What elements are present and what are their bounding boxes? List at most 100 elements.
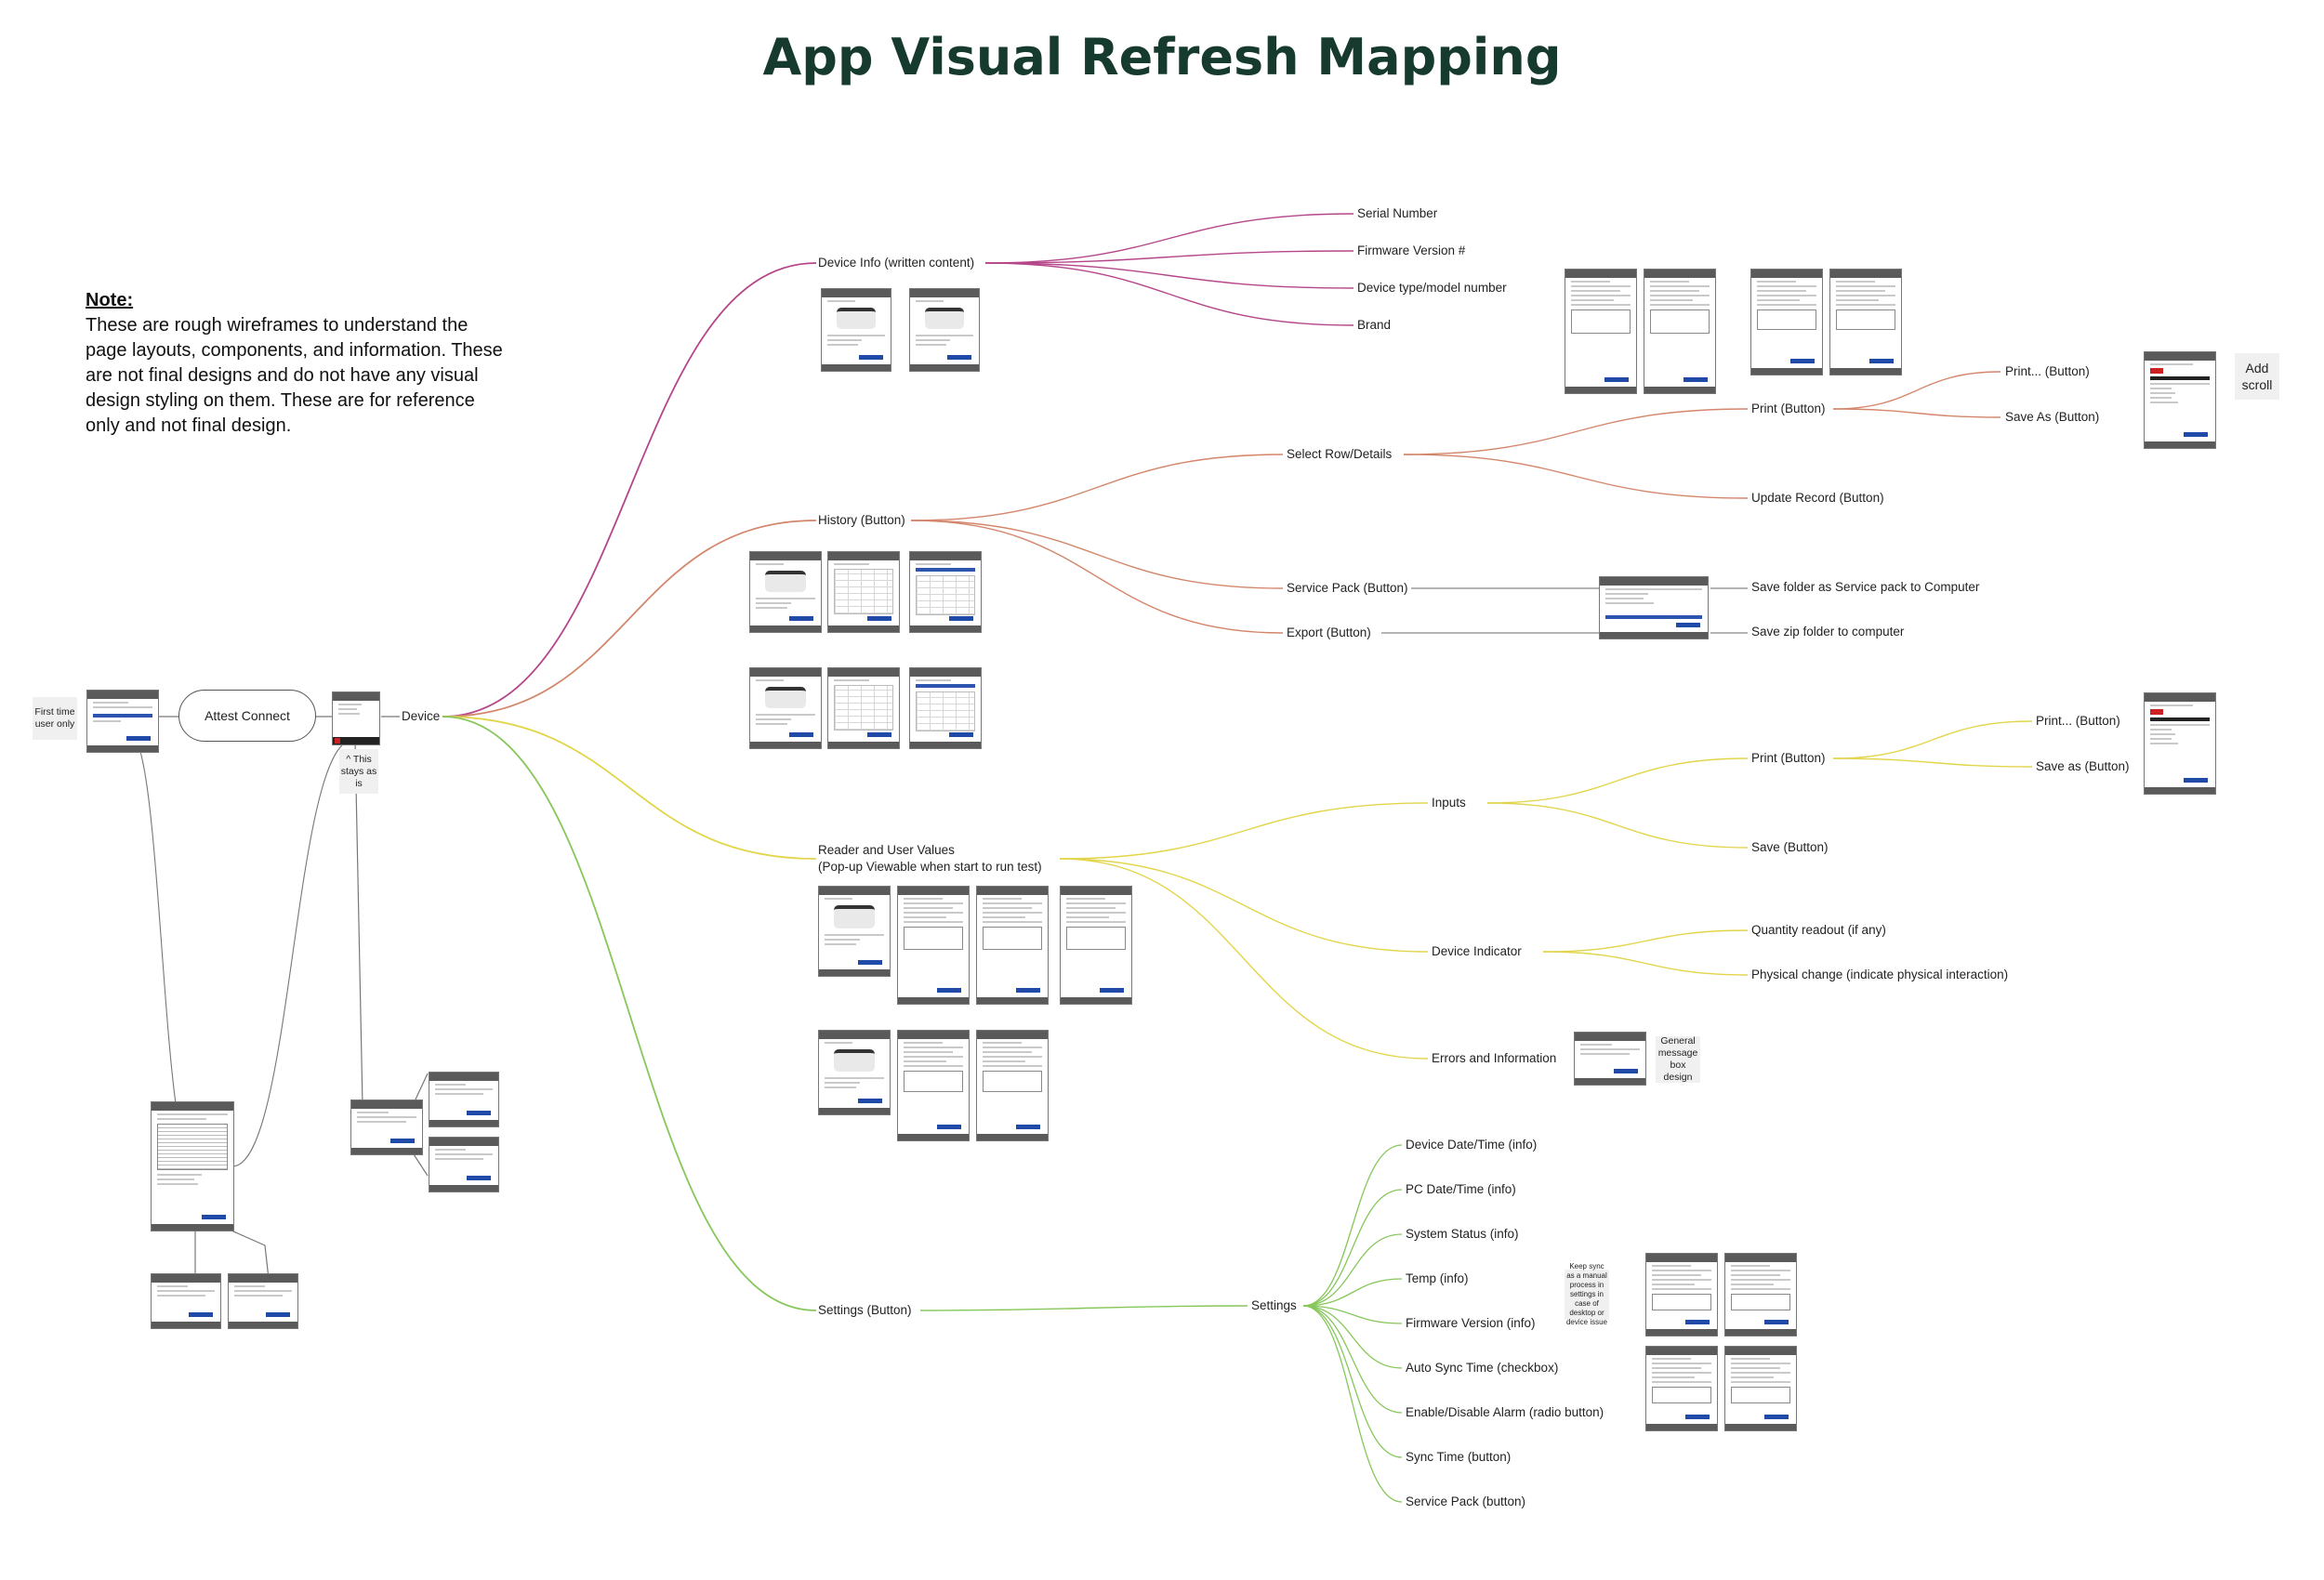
wf-first-time-login <box>86 690 159 753</box>
diagram-title: App Visual Refresh Mapping <box>762 28 1562 86</box>
node-history-print: Print (Button) <box>1751 402 1826 415</box>
wf-device-menu <box>332 691 380 745</box>
wf-reader-2 <box>897 886 970 1005</box>
line-license-to-first <box>129 733 194 1163</box>
wf-message-1 <box>151 1273 221 1329</box>
wf-settings-1 <box>1645 1253 1718 1336</box>
wf-reader-7 <box>976 1030 1049 1141</box>
wf-history-print-preview <box>2144 351 2216 449</box>
branch-line-history <box>442 520 817 718</box>
leaf-firmware-info: Firmware Version (info) <box>1406 1316 1536 1330</box>
branch-device-info: Device Info (written content) <box>818 256 975 270</box>
wf-record-1 <box>1565 269 1637 394</box>
line-physical <box>1542 951 1749 976</box>
line-reader-print-dialog <box>1832 720 2033 759</box>
wf-history-5 <box>827 667 900 749</box>
wf-reader-4 <box>1060 886 1132 1005</box>
line-inputs <box>1059 802 1429 860</box>
leaf-update-record: Update Record (Button) <box>1751 491 1884 505</box>
leaf-enable-alarm: Enable/Disable Alarm (radio button) <box>1406 1405 1604 1419</box>
line-reader-save <box>1486 802 1749 849</box>
leaf-line-settings-7 <box>1302 1305 1403 1458</box>
node-reader-print: Print (Button) <box>1751 751 1826 765</box>
line-history-save-as <box>1832 408 2001 418</box>
leaf-pc-datetime: PC Date/Time (info) <box>1406 1182 1516 1196</box>
node-settings-hub: Settings <box>1251 1298 1297 1312</box>
branch-reader-values-line2: (Pop-up Viewable when start to run test) <box>818 860 1042 874</box>
leaf-reader-save-as: Save as (Button) <box>2036 759 2130 773</box>
wf-settings-3 <box>1645 1346 1718 1431</box>
wf-reader-3 <box>976 886 1049 1005</box>
line-device-to-license <box>231 739 354 1167</box>
wf-history-3 <box>909 551 982 633</box>
wf-history-6 <box>909 667 982 749</box>
leaf-line-device-info-1 <box>984 250 1354 264</box>
line-select-row <box>910 454 1284 521</box>
leaf-temp: Temp (info) <box>1406 1271 1469 1285</box>
attest-connect-node[interactable]: Attest Connect <box>178 690 316 742</box>
leaf-line-settings-1 <box>1302 1189 1403 1307</box>
node-errors: Errors and Information <box>1432 1051 1557 1065</box>
wf-reader-5 <box>818 1030 891 1115</box>
leaf-line-settings-5 <box>1302 1305 1403 1369</box>
wf-device-info-1 <box>821 288 891 372</box>
node-inputs: Inputs <box>1432 796 1466 810</box>
branch-line-device-info <box>442 262 817 718</box>
leaf-device-type: Device type/model number <box>1357 281 1507 295</box>
leaf-line-settings-3 <box>1302 1278 1403 1307</box>
branch-reader-values-line1: Reader and User Values <box>818 843 955 857</box>
line-device-indicator <box>1059 858 1429 953</box>
leaf-line-settings-6 <box>1302 1305 1403 1414</box>
branch-line-reader <box>442 716 817 860</box>
leaf-sync-time: Sync Time (button) <box>1406 1450 1512 1464</box>
wf-reader-1 <box>818 886 891 977</box>
leaf-line-device-info-2 <box>984 262 1354 289</box>
wf-history-2 <box>827 551 900 633</box>
line-service-pack <box>910 520 1284 589</box>
leaf-save-service-pack: Save folder as Service pack to Computer <box>1751 580 1980 594</box>
leaf-history-save-as: Save As (Button) <box>2005 410 2100 424</box>
note-heading: Note: <box>86 290 134 310</box>
sticky-sync-note: Keep sync as a manual process in setting… <box>1565 1262 1609 1326</box>
wf-settings-2 <box>1724 1253 1797 1336</box>
node-export: Export (Button) <box>1287 625 1371 639</box>
line-update-record <box>1403 454 1749 499</box>
line-history-print-dialog <box>1832 371 2001 410</box>
leaf-auto-sync: Auto Sync Time (checkbox) <box>1406 1361 1559 1375</box>
wf-reader-6 <box>897 1030 970 1141</box>
leaf-firmware-version: Firmware Version # <box>1357 244 1466 257</box>
line-export <box>910 520 1284 634</box>
leaf-save-zip: Save zip folder to computer <box>1751 625 1905 639</box>
wf-history-1 <box>749 551 822 633</box>
note-body: These are rough wireframes to understand… <box>86 315 503 436</box>
leaf-physical-change: Physical change (indicate physical inter… <box>1751 968 2009 981</box>
line-device-to-info <box>354 739 390 1107</box>
node-service-pack: Service Pack (Button) <box>1287 581 1408 595</box>
line-reader-print <box>1486 757 1749 804</box>
sticky-stays-as-is: ^ This stays as is <box>339 749 378 794</box>
line-history-print <box>1403 408 1749 455</box>
line-quantity <box>1542 929 1749 953</box>
leaf-line-settings-0 <box>1302 1144 1403 1307</box>
branch-line-settings <box>442 716 817 1311</box>
sticky-first-time: First time user only <box>33 697 77 740</box>
note-block: Note: These are rough wireframes to unde… <box>86 288 504 439</box>
wf-settings-4 <box>1724 1346 1797 1431</box>
wf-info-dialog <box>350 1099 423 1155</box>
leaf-system-status: System Status (info) <box>1406 1227 1519 1241</box>
node-select-row: Select Row/Details <box>1287 447 1393 461</box>
sticky-general-message: General message box design <box>1656 1035 1700 1083</box>
leaf-line-device-info-0 <box>984 213 1354 264</box>
wf-device-info-2 <box>909 288 980 372</box>
device-node: Device <box>402 709 441 723</box>
leaf-line-settings-4 <box>1302 1305 1403 1324</box>
leaf-reader-save: Save (Button) <box>1751 840 1829 854</box>
leaf-service-pack-setting: Service Pack (button) <box>1406 1494 1526 1508</box>
wf-license-agreement <box>151 1101 234 1231</box>
wf-popup-2 <box>429 1137 499 1192</box>
node-device-indicator: Device Indicator <box>1432 944 1522 958</box>
wf-record-4 <box>1829 269 1902 375</box>
leaf-line-settings-8 <box>1302 1305 1403 1503</box>
wf-reader-print-preview <box>2144 692 2216 795</box>
